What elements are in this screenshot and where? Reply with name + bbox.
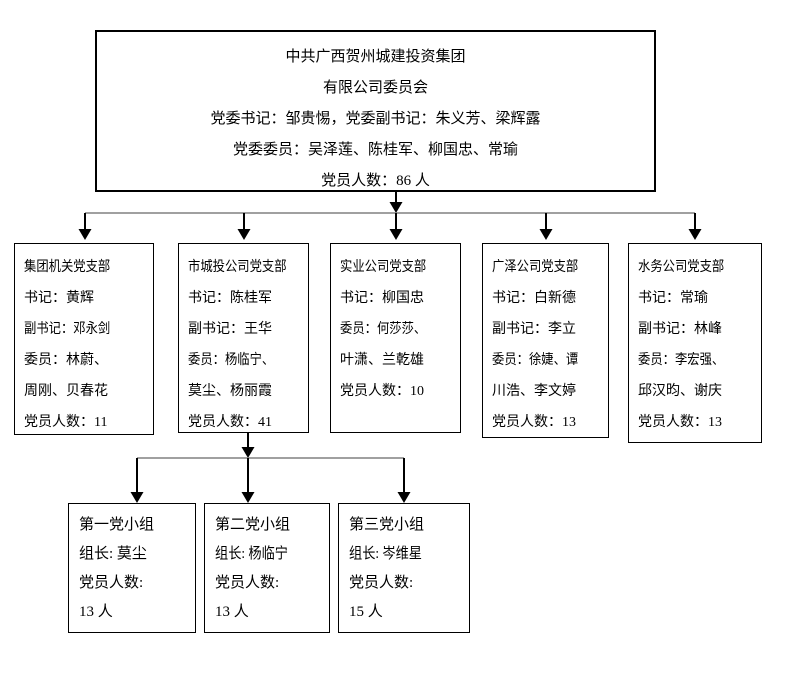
committee-member-count: 党员人数：86 人 [321, 173, 430, 189]
node-group-1: 第一党小组 组长: 莫尘 党员人数: 13 人 [68, 503, 196, 633]
branch-secretary: 书记：陈桂军 [188, 291, 272, 306]
arrowhead [130, 492, 144, 503]
branch-members-line-2: 叶潇、兰乾雄 [340, 353, 424, 368]
branch-member-count: 党员人数：41 [188, 415, 272, 430]
group-leader: 组长: 杨临宁 [215, 546, 288, 562]
arrowhead [78, 229, 92, 240]
branch-title: 市城投公司党支部 [188, 260, 287, 275]
branch-member-count: 党员人数：13 [492, 415, 576, 430]
node-branch-shuiwu: 水务公司党支部 书记：常瑜 副书记：林峰 委员：李宏强、 邱汉昀、谢庆 党员人数… [628, 243, 762, 443]
branch-members-line-2: 川浩、李文婷 [492, 384, 576, 399]
branch-deputy-secretary: 副书记：李立 [492, 322, 576, 337]
branch-members-line-1: 委员：林蔚、 [24, 353, 108, 368]
branch-secretary: 书记：黄辉 [24, 291, 94, 306]
branch-title: 水务公司党支部 [638, 260, 725, 275]
group-member-count-label: 党员人数: [79, 575, 144, 591]
branch-members-line-1: 委员：杨临宁、 [188, 353, 275, 368]
branch-members-line-1: 委员：何莎莎、 [340, 322, 427, 337]
branch-members-line-1: 委员：徐婕、谭 [492, 353, 579, 368]
branch-title: 集团机关党支部 [24, 260, 111, 275]
branch-title: 广泽公司党支部 [492, 260, 579, 275]
arrowhead [389, 229, 403, 240]
arrowhead [237, 229, 251, 240]
branch-deputy-secretary: 副书记：王华 [188, 322, 272, 337]
group-member-count-value: 13 人 [79, 604, 113, 620]
arrowhead [688, 229, 702, 240]
branch-member-count: 党员人数：11 [24, 415, 108, 430]
committee-name-line-1: 中共广西贺州城建投资集团 [285, 49, 466, 65]
group-member-count-value: 13 人 [215, 604, 249, 620]
branch-secretary: 书记：白新德 [492, 291, 576, 306]
node-committee: 中共广西贺州城建投资集团 有限公司委员会 党委书记：邹贵惕，党委副书记：朱义芳、… [95, 30, 656, 192]
node-group-2: 第二党小组 组长: 杨临宁 党员人数: 13 人 [204, 503, 330, 633]
branch-members-line-2: 莫尘、杨丽霞 [188, 384, 272, 399]
group-title: 第一党小组 [79, 517, 155, 533]
node-group-3: 第三党小组 组长: 岑维星 党员人数: 15 人 [338, 503, 470, 633]
branch-secretary: 书记：柳国忠 [340, 291, 424, 306]
group-title: 第三党小组 [349, 517, 425, 533]
group-leader: 组长: 岑维星 [349, 546, 422, 562]
arrowhead [389, 202, 403, 213]
branch-deputy-secretary: 副书记：林峰 [638, 322, 722, 337]
group-member-count-label: 党员人数: [349, 575, 414, 591]
branch-member-count: 党员人数：13 [638, 415, 722, 430]
group-leader: 组长: 莫尘 [79, 546, 147, 562]
committee-name-line-2: 有限公司委员会 [322, 80, 428, 96]
branch-title: 实业公司党支部 [340, 260, 427, 275]
branch-deputy-secretary: 副书记：邓永剑 [24, 322, 111, 337]
arrowhead [397, 492, 411, 503]
branch-members-line-2: 邱汉昀、谢庆 [638, 384, 722, 399]
branch-members-line-2: 周刚、贝春花 [24, 384, 108, 399]
group-member-count-value: 15 人 [349, 604, 383, 620]
group-title: 第二党小组 [215, 517, 291, 533]
group-member-count-label: 党员人数: [215, 575, 280, 591]
committee-members: 党委委员：吴泽莲、陈桂军、柳国忠、常瑜 [232, 142, 518, 158]
node-branch-guangze: 广泽公司党支部 书记：白新德 副书记：李立 委员：徐婕、谭 川浩、李文婷 党员人… [482, 243, 609, 438]
branch-member-count: 党员人数：10 [340, 384, 424, 399]
branch-members-line-1: 委员：李宏强、 [638, 353, 725, 368]
branch-secretary: 书记：常瑜 [638, 291, 708, 306]
arrowhead [241, 447, 255, 458]
node-branch-group-office: 集团机关党支部 书记：黄辉 副书记：邓永剑 委员：林蔚、 周刚、贝春花 党员人数… [14, 243, 154, 435]
arrowhead [539, 229, 553, 240]
arrowhead [241, 492, 255, 503]
node-branch-chengtou: 市城投公司党支部 书记：陈桂军 副书记：王华 委员：杨临宁、 莫尘、杨丽霞 党员… [178, 243, 309, 433]
node-branch-shiye: 实业公司党支部 书记：柳国忠 委员：何莎莎、 叶潇、兰乾雄 党员人数：10 [330, 243, 461, 433]
committee-secretaries: 党委书记：邹贵惕，党委副书记：朱义芳、梁辉露 [210, 111, 541, 127]
